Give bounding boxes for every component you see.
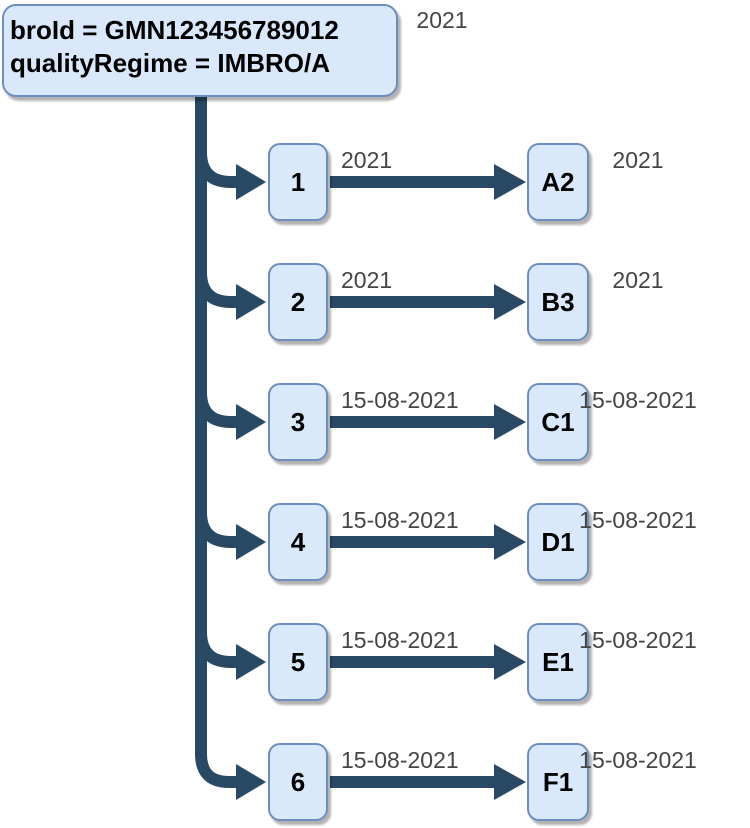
target-node-A2[interactable]: A2 <box>527 143 589 221</box>
number-node-label: 1 <box>290 166 306 197</box>
branch-connector-3 <box>195 391 238 428</box>
number-node-label: 3 <box>290 406 306 437</box>
target-node-label: D1 <box>541 526 575 557</box>
number-node-2[interactable]: 2 <box>268 263 328 341</box>
edge-date-label: 2021 <box>341 267 393 293</box>
flow-arrowhead-2 <box>494 284 526 320</box>
right-date-label: 15-08-2021 <box>579 747 697 773</box>
number-node-4[interactable]: 4 <box>268 503 328 581</box>
diagram-row: 4 15-08-2021 D1 15-08-2021 <box>0 503 750 581</box>
target-node-C1[interactable]: C1 <box>527 383 589 461</box>
target-node-label: F1 <box>542 766 574 797</box>
target-node-label: E1 <box>542 646 574 677</box>
right-date-label: 2021 <box>612 267 664 293</box>
number-node-3[interactable]: 3 <box>268 383 328 461</box>
branch-arrowhead-1 <box>236 164 266 200</box>
diagram-row: 3 15-08-2021 C1 15-08-2021 <box>0 383 750 461</box>
branch-connector-5 <box>195 631 238 668</box>
diagram-row: 6 15-08-2021 F1 15-08-2021 <box>0 743 750 821</box>
diagram-row: 1 2021 A2 2021 <box>0 143 750 221</box>
branch-arrowhead-6 <box>236 764 266 800</box>
right-date-label: 15-08-2021 <box>579 627 697 653</box>
edge-date-label: 15-08-2021 <box>341 627 459 653</box>
flow-arrowhead-4 <box>494 524 526 560</box>
edge-date-label: 2021 <box>341 147 393 173</box>
diagram-row: 5 15-08-2021 E1 15-08-2021 <box>0 623 750 701</box>
number-node-label: 5 <box>290 646 306 677</box>
branch-connector-2 <box>195 271 238 308</box>
trunk-connector <box>195 95 238 788</box>
target-node-F1[interactable]: F1 <box>527 743 589 821</box>
number-node-label: 2 <box>290 286 306 317</box>
target-node-label: C1 <box>541 406 575 437</box>
flow-arrowhead-5 <box>494 644 526 680</box>
number-node-1[interactable]: 1 <box>268 143 328 221</box>
edge-date-label: 15-08-2021 <box>341 507 459 533</box>
root-node-line1: broId = GMN123456789012 <box>10 15 339 45</box>
right-date-label: 15-08-2021 <box>579 507 697 533</box>
number-node-label: 6 <box>290 766 306 797</box>
branch-arrowhead-3 <box>236 404 266 440</box>
edge-date-label: 15-08-2021 <box>341 387 459 413</box>
target-node-E1[interactable]: E1 <box>527 623 589 701</box>
branch-arrowhead-4 <box>236 524 266 560</box>
diagram-row: 2 2021 B3 2021 <box>0 263 750 341</box>
number-node-5[interactable]: 5 <box>268 623 328 701</box>
edge-date-label: 15-08-2021 <box>341 747 459 773</box>
root-year-label: 2021 <box>416 7 468 33</box>
number-node-label: 4 <box>290 526 306 557</box>
target-node-B3[interactable]: B3 <box>527 263 589 341</box>
branch-connector-4 <box>195 511 238 548</box>
number-node-6[interactable]: 6 <box>268 743 328 821</box>
branch-arrowhead-2 <box>236 284 266 320</box>
branch-arrowhead-5 <box>236 644 266 680</box>
target-node-label: B3 <box>541 286 575 317</box>
right-date-label: 2021 <box>612 147 664 173</box>
root-node-line2: qualityRegime = IMBRO/A <box>10 48 330 78</box>
branch-connector-1 <box>195 151 238 188</box>
target-node-D1[interactable]: D1 <box>527 503 589 581</box>
target-node-label: A2 <box>541 166 575 197</box>
root-node[interactable]: broId = GMN123456789012 qualityRegime = … <box>2 4 398 97</box>
flow-arrowhead-6 <box>494 764 526 800</box>
flow-arrowhead-3 <box>494 404 526 440</box>
flow-arrowhead-1 <box>494 164 526 200</box>
right-date-label: 15-08-2021 <box>579 387 697 413</box>
